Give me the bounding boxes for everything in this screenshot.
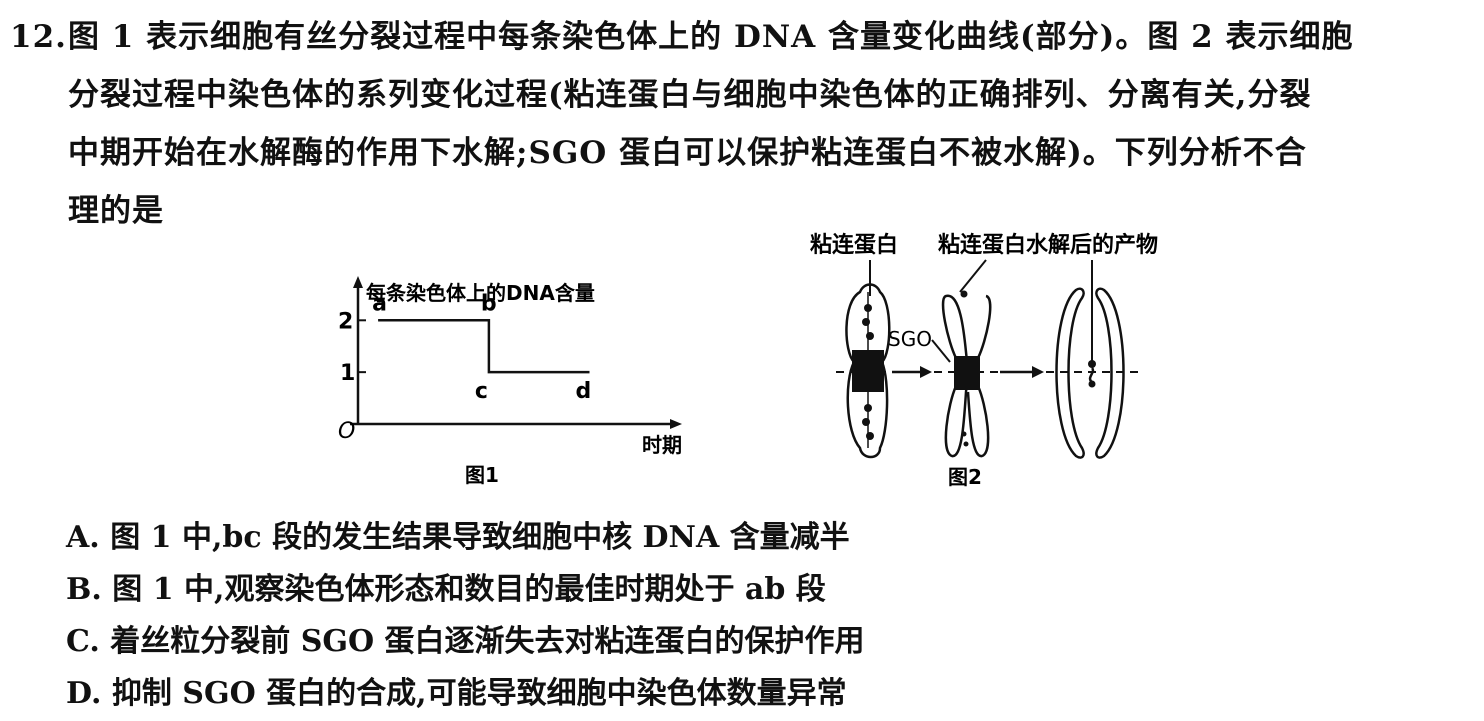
chromosome-stage-2 — [941, 290, 992, 458]
y-axis-label: 每条染色体上的DNA含量 — [366, 281, 595, 305]
y-tick-1: 1 — [340, 361, 355, 386]
option-letter: D. — [66, 676, 102, 711]
y-axis-arrow — [353, 276, 363, 288]
option-b[interactable]: B. 图 1 中,观察染色体形态和数目的最佳时期处于 ab 段 — [66, 564, 1066, 616]
option-text: 抑制 SGO 蛋白的合成,可能导致细胞中染色体数量异常 — [111, 676, 847, 711]
option-c[interactable]: C. 着丝粒分裂前 SGO 蛋白逐渐失去对粘连蛋白的保护作用 — [66, 616, 1066, 668]
answer-options: A. 图 1 中,bc 段的发生结果导致细胞中核 DNA 含量减半 B. 图 1… — [66, 512, 1066, 720]
option-text: 图 1 中,观察染色体形态和数目的最佳时期处于 ab 段 — [112, 572, 826, 607]
option-d[interactable]: D. 抑制 SGO 蛋白的合成,可能导致细胞中染色体数量异常 — [66, 668, 1066, 720]
stem-line-1: 12.图 1 表示细胞有丝分裂过程中每条染色体上的 DNA 含量变化曲线(部分)… — [10, 8, 1478, 66]
question-stem: 12.图 1 表示细胞有丝分裂过程中每条染色体上的 DNA 含量变化曲线(部分)… — [10, 8, 1478, 240]
label-sgo: SGO — [888, 327, 932, 351]
stem-line-2: 分裂过程中染色体的系列变化过程(粘连蛋白与细胞中染色体的正确排列、分离有关,分裂 — [68, 77, 1312, 113]
option-text: 图 1 中,bc 段的发生结果导致细胞中核 DNA 含量减半 — [110, 520, 850, 555]
point-label-d: d — [576, 379, 592, 404]
pointer-cohesin-products — [959, 259, 987, 293]
chromosome-stage-3 — [1055, 287, 1125, 459]
arrow-1 — [892, 366, 932, 378]
option-text: 着丝粒分裂前 SGO 蛋白逐渐失去对粘连蛋白的保护作用 — [110, 624, 865, 659]
arrow-2 — [1000, 366, 1044, 378]
figure-2-caption: 图2 — [948, 465, 982, 489]
y-tick-2: 2 — [338, 309, 353, 334]
option-letter: C. — [66, 624, 100, 659]
dna-content-line — [378, 319, 590, 374]
stem-line-4: 理的是 — [68, 193, 164, 229]
label-cohesin: 粘连蛋白 — [810, 232, 898, 258]
figure-1-chart: 每条染色体上的DNA含量 时期 O 2 1 a b c d 图1 — [338, 276, 682, 487]
pointer-sgo — [931, 339, 951, 363]
x-axis-label: 时期 — [642, 433, 682, 457]
option-letter: B. — [66, 572, 102, 607]
stem-line-3: 中期开始在水解酶的作用下水解;SGO 蛋白可以保护粘连蛋白不被水解)。下列分析不… — [68, 135, 1307, 171]
point-label-b: b — [481, 291, 497, 316]
figure-2-diagram: 粘连蛋白 粘连蛋白水解后的产物 SGO 图2 — [810, 232, 1158, 489]
option-letter: A. — [66, 520, 100, 555]
origin-label: O — [338, 419, 355, 444]
centromere-block-2 — [954, 356, 980, 390]
chromosome-stage-1 — [845, 283, 891, 459]
option-a[interactable]: A. 图 1 中,bc 段的发生结果导致细胞中核 DNA 含量减半 — [66, 512, 1066, 564]
point-label-a: a — [372, 291, 387, 316]
label-cohesin-products: 粘连蛋白水解后的产物 — [938, 232, 1158, 258]
question-number: 12. — [10, 19, 67, 55]
x-axis-arrow — [670, 419, 682, 429]
figure-1-caption: 图1 — [465, 463, 499, 487]
point-label-c: c — [475, 379, 488, 404]
